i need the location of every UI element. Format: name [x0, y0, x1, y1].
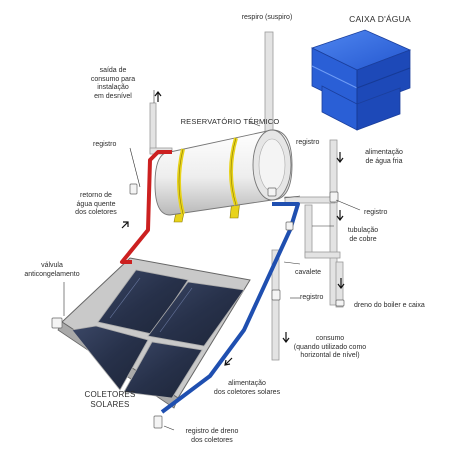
arrow-down-cold: [336, 152, 344, 163]
cavalete-horizontal: [304, 251, 341, 259]
saida-pipe: [149, 102, 157, 154]
panel-pane: [97, 269, 189, 335]
valve-registro-top-right: [267, 187, 277, 197]
valve-dreno-coletores: [153, 415, 163, 429]
arrow-down-feed: [336, 210, 344, 221]
valve-anticongelamento: [51, 317, 63, 329]
arrow-diagonal-hot: [121, 221, 129, 229]
valve-cavalete: [285, 221, 294, 231]
valve-drain-right: [335, 299, 345, 307]
panel-pane: [147, 281, 245, 347]
arrow-down-drain: [337, 278, 345, 289]
label-retorno: retorno de água quente dos coletores: [75, 192, 117, 216]
label-registro-top-right: registro: [296, 139, 320, 146]
valve-registro-mid: [271, 289, 281, 301]
label-reservatorio: RESERVATÓRIO TÉRMICO: [180, 117, 280, 126]
cold-supply-pipe: [160, 202, 300, 414]
hot-return-pipe: [120, 150, 172, 264]
thermal-tank: [154, 129, 293, 223]
label-cavalete: cavalete: [295, 269, 322, 276]
label-dreno-coletores: registro de dreno dos coletores: [185, 428, 239, 444]
label-dreno-boiler: dreno do boiler e caixa: [354, 302, 425, 309]
solar-collectors: [57, 257, 251, 409]
label-registro-left: registro: [93, 141, 117, 148]
arrow-diagonal-cold: [224, 357, 233, 366]
label-respiro: respiro (suspiro): [241, 14, 293, 21]
label-alimentacao-fria: alimentação de água fria: [365, 149, 403, 165]
label-valvula: válvula anticongelamento: [24, 262, 80, 278]
label-registro-right: registro: [364, 209, 388, 216]
arrow-out-top: [154, 91, 162, 102]
flow-arrows: [121, 91, 345, 366]
label-saida-consumo: saída de consumo para instalação em desn…: [90, 67, 136, 100]
valves: [51, 183, 345, 429]
panel-pane: [71, 325, 149, 391]
leader-lines: [63, 90, 361, 431]
consumo-pipe: [271, 249, 280, 361]
water-box: [310, 29, 412, 131]
label-caixa-dagua: CAIXA D'ÁGUA: [349, 14, 411, 24]
arrow-down-consumo: [282, 332, 290, 343]
valve-registro-left: [129, 183, 138, 195]
label-consumo: consumo (quando utilizado como horizonta…: [293, 335, 367, 359]
cold-feed-pipe: [329, 139, 338, 306]
label-tubulacao: tubulação de cobre: [347, 227, 379, 243]
label-coletores-solares: COLETORES SOLARES: [84, 390, 136, 409]
label-registro-mid: registro: [300, 294, 324, 301]
valve-registro-right: [329, 191, 339, 203]
cavalete-pipe: [304, 204, 313, 258]
label-alimentacao-coletores: alimentação dos coletores solares: [213, 380, 281, 396]
panel-pane: [123, 341, 203, 399]
